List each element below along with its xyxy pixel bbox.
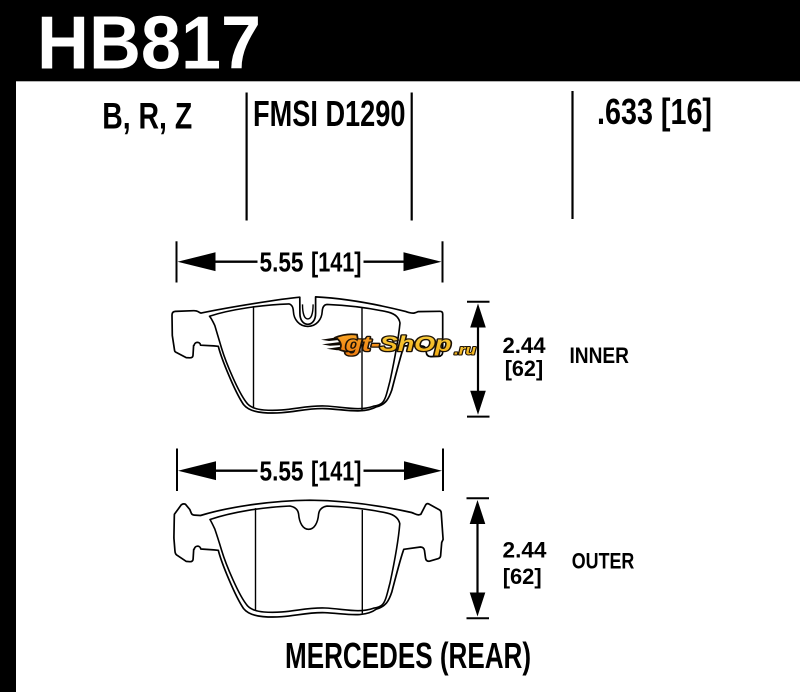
svg-text:.633 [16]: .633 [16] xyxy=(597,91,712,132)
svg-text:MERCEDES (REAR): MERCEDES (REAR) xyxy=(285,635,531,676)
svg-text:[141]: [141] xyxy=(311,247,362,278)
svg-text:[62]: [62] xyxy=(503,564,542,589)
svg-text:FMSI D1290: FMSI D1290 xyxy=(253,93,406,134)
svg-text:HB817: HB817 xyxy=(37,1,261,85)
svg-text:2.44: 2.44 xyxy=(503,333,547,358)
svg-text:OUTER: OUTER xyxy=(572,548,635,573)
svg-text:B, R, Z: B, R, Z xyxy=(102,94,192,136)
svg-text:.ru: .ru xyxy=(454,342,477,358)
svg-text:[141]: [141] xyxy=(311,456,362,487)
svg-text:2.44: 2.44 xyxy=(503,538,548,563)
svg-text:[62]: [62] xyxy=(505,356,544,381)
svg-text:INNER: INNER xyxy=(570,343,630,368)
svg-text:5.55: 5.55 xyxy=(260,247,304,278)
svg-text:gt-ShOp: gt-ShOp xyxy=(344,332,451,356)
svg-text:5.55: 5.55 xyxy=(260,456,304,487)
